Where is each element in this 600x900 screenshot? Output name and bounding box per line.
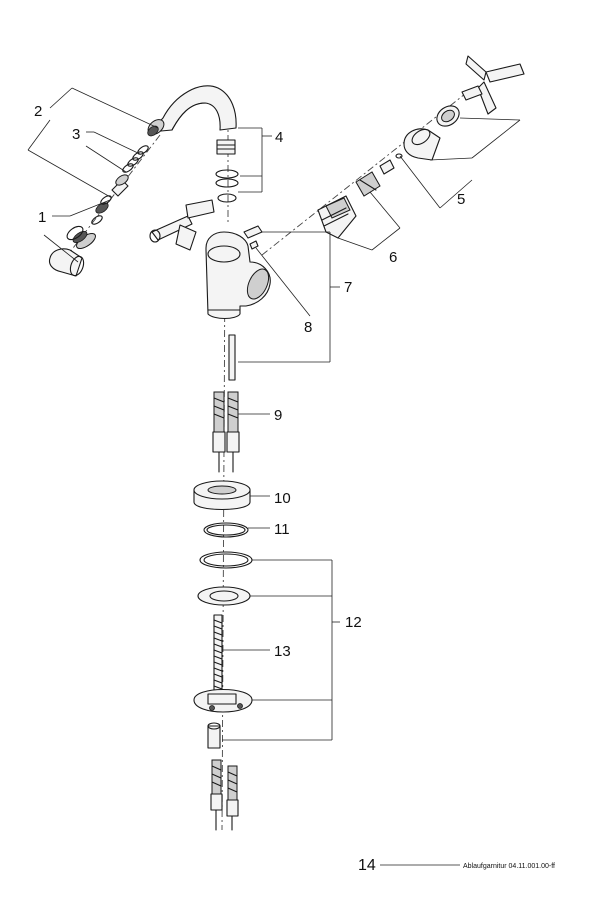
- spout-base-ring: [216, 139, 236, 155]
- callout-8: 8: [304, 319, 312, 336]
- aerator-housing: [48, 248, 85, 277]
- callout-13: 13: [274, 643, 291, 660]
- o-ring-11: [203, 522, 249, 538]
- callout-1: 1: [38, 209, 46, 226]
- callout-4: 4: [275, 129, 283, 146]
- spout: [147, 85, 237, 137]
- faucet-body: [205, 231, 271, 320]
- aerator-seals: [122, 145, 149, 173]
- callout-12: 12: [345, 614, 362, 631]
- callout-2: 2: [34, 103, 42, 120]
- spout-o-rings: [215, 169, 239, 203]
- washer-lower: [197, 586, 251, 606]
- connecting-rod: [228, 334, 236, 381]
- leader-5: [399, 117, 521, 209]
- cartridge-small-parts: [355, 153, 403, 197]
- leader-2: [27, 87, 159, 199]
- page-number: 14: [358, 857, 376, 874]
- washer-upper: [199, 551, 253, 569]
- cross-handle-right: [461, 55, 525, 115]
- valve-cartridge: [317, 195, 357, 239]
- leader-7: [238, 231, 340, 363]
- supply-hose-upper: [212, 391, 240, 473]
- cartridge-sleeve: [403, 128, 441, 161]
- leader-8: [255, 247, 311, 317]
- page-footer: 14 Ablaufgarnitur 04.11.001.00-ff: [358, 857, 555, 874]
- leader-1: [43, 199, 111, 263]
- leader-4: [238, 127, 272, 193]
- callout-9: 9: [274, 407, 282, 424]
- mounting-nut: [207, 722, 221, 749]
- callout-10: 10: [274, 490, 291, 507]
- leader-12: [222, 559, 340, 741]
- aerator-small-parts: [91, 174, 129, 225]
- base-flange: [193, 480, 251, 510]
- callout-3: 3: [72, 126, 80, 143]
- callout-7: 7: [344, 279, 352, 296]
- aerator-insert: [66, 225, 96, 250]
- footer-caption: Ablaufgarnitur 04.11.001.00-ff: [463, 863, 555, 870]
- leader-3: [85, 131, 141, 173]
- callout-11: 11: [274, 521, 290, 538]
- leader-6: [337, 191, 401, 251]
- callout-6: 6: [389, 249, 397, 266]
- handle-cap: [436, 105, 460, 127]
- mounting-plate: [193, 688, 253, 713]
- threaded-rod: [213, 614, 223, 708]
- assembly-axis: [59, 89, 471, 831]
- cross-handle-left: [149, 199, 215, 251]
- supply-hose-lower: [210, 759, 239, 831]
- callout-5: 5: [457, 191, 465, 208]
